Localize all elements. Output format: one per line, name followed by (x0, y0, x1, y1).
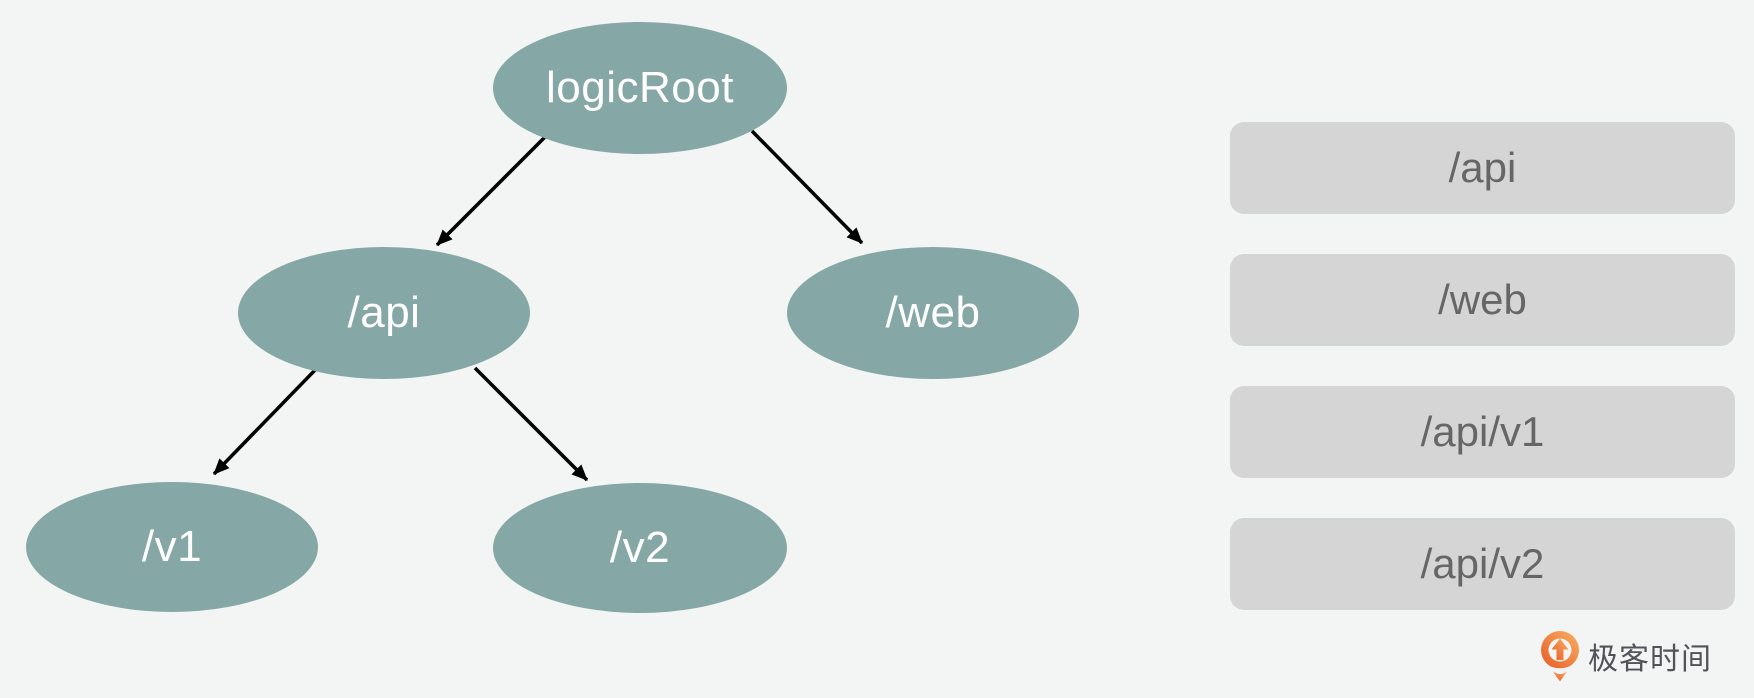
tree-node-logicroot: logicRoot (493, 22, 787, 154)
tree-node-v1: /v1 (26, 482, 318, 612)
geektime-logo-icon (1541, 631, 1579, 682)
brand-logo-text: 极客时间 (1588, 643, 1712, 676)
route-chip-api-v2: /api/v2 (1230, 518, 1735, 610)
routes-panel: /api /web /api/v1 /api/v2 (1230, 122, 1735, 610)
tree-node-v2: /v2 (493, 483, 787, 613)
brand-logo: 极客时间 (1540, 630, 1712, 682)
edge-api-v2 (473, 366, 589, 482)
tree-node-label: logicRoot (546, 63, 734, 112)
tree-node-label: /web (885, 288, 981, 337)
route-chip-api: /api (1230, 122, 1735, 214)
tree-node-web: /web (787, 247, 1079, 379)
tree-node-label: /api (347, 288, 421, 337)
edge-logicroot-web (750, 129, 864, 245)
tree-node-api: /api (238, 247, 530, 379)
edge-logicroot-api (435, 128, 554, 247)
tree-node-label: /v2 (609, 523, 671, 572)
tree-node-label: /v1 (141, 522, 203, 571)
route-chip-web: /web (1230, 254, 1735, 346)
route-chip-api-v1: /api/v1 (1230, 386, 1735, 478)
route-chip-label: /api (1448, 144, 1517, 191)
route-chip-label: /web (1438, 276, 1527, 323)
route-chip-label: /api/v1 (1420, 408, 1545, 455)
route-chip-label: /api/v2 (1420, 540, 1545, 587)
edge-api-v1 (212, 365, 320, 476)
